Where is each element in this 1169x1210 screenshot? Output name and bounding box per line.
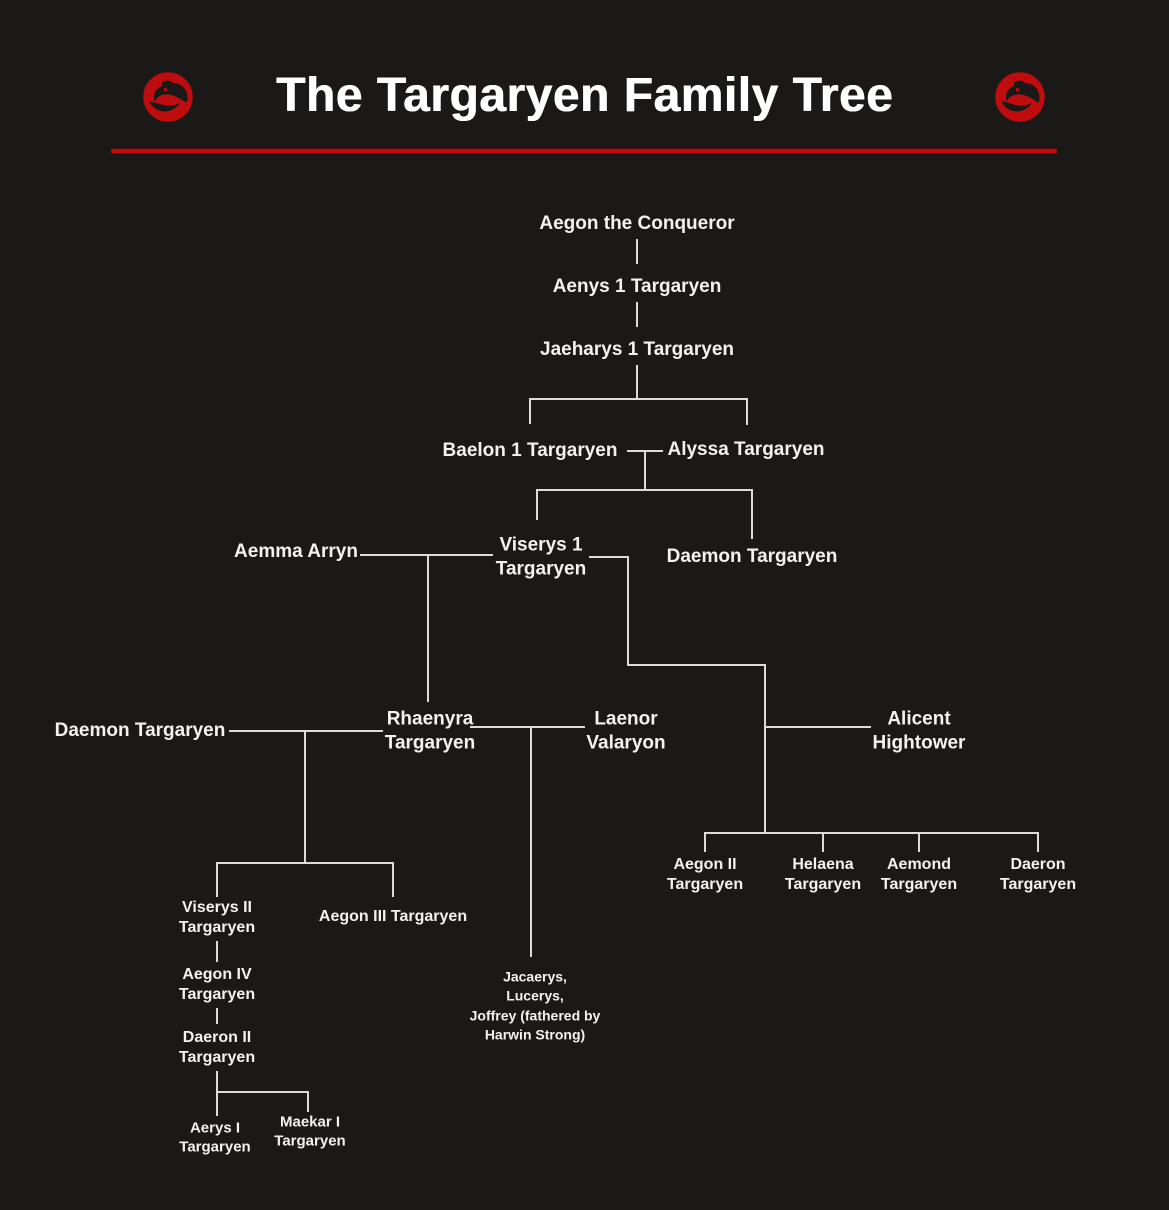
connector-viserys-daemon-bracket xyxy=(536,489,753,539)
node-aegon-ii: Aegon II Targaryen xyxy=(666,856,744,893)
node-daemon: Daemon Targaryen xyxy=(54,720,226,742)
node-daemon-elder: Daemon Targaryen xyxy=(666,546,838,568)
node-rhaenyra: Rhaenyra Targaryen xyxy=(384,708,476,753)
node-aegon-iv: Aegon IV Targaryen xyxy=(178,966,256,1003)
node-maekar-i: Maekar I Targaryen xyxy=(274,1113,346,1149)
connector-alicent-children-bracket xyxy=(704,832,1039,852)
node-alyssa: Alyssa Targaryen xyxy=(667,439,825,461)
node-laenor: Laenor Valaryon xyxy=(586,708,666,753)
connector-baelon-alyssa-bracket xyxy=(529,398,748,425)
node-aegon-iii: Aegon III Targaryen xyxy=(318,908,468,925)
node-aemma-arryn: Aemma Arryn xyxy=(234,541,358,563)
node-helaena: Helaena Targaryen xyxy=(784,856,862,893)
node-aemond: Aemond Targaryen xyxy=(880,856,958,893)
connector-viserysii-aegoniii-bracket xyxy=(216,862,394,897)
node-baelon-1: Baelon 1 Targaryen xyxy=(442,440,618,462)
connector-viserys-alicent-trunk xyxy=(589,556,766,833)
node-daeron: Daeron Targaryen xyxy=(999,856,1077,893)
node-aenys-1: Aenys 1 Targaryen xyxy=(552,276,722,298)
node-jaeharys-1: Jaeharys 1 Targaryen xyxy=(540,339,734,361)
node-alicent: Alicent Hightower xyxy=(872,708,966,753)
node-aerys-i: Aerys I Targaryen xyxy=(179,1119,251,1155)
node-jacaerys-group: Jacaerys, Lucerys, Joffrey (fathered by … xyxy=(469,968,601,1043)
node-aegon-conqueror: Aegon the Conqueror xyxy=(539,213,735,235)
node-viserys-ii: Viserys II Targaryen xyxy=(178,899,256,936)
node-viserys-1: Viserys 1 Targaryen xyxy=(495,534,587,579)
connector-daeronii-to-maekar xyxy=(217,1091,309,1112)
node-daeron-ii: Daeron II Targaryen xyxy=(178,1029,256,1066)
